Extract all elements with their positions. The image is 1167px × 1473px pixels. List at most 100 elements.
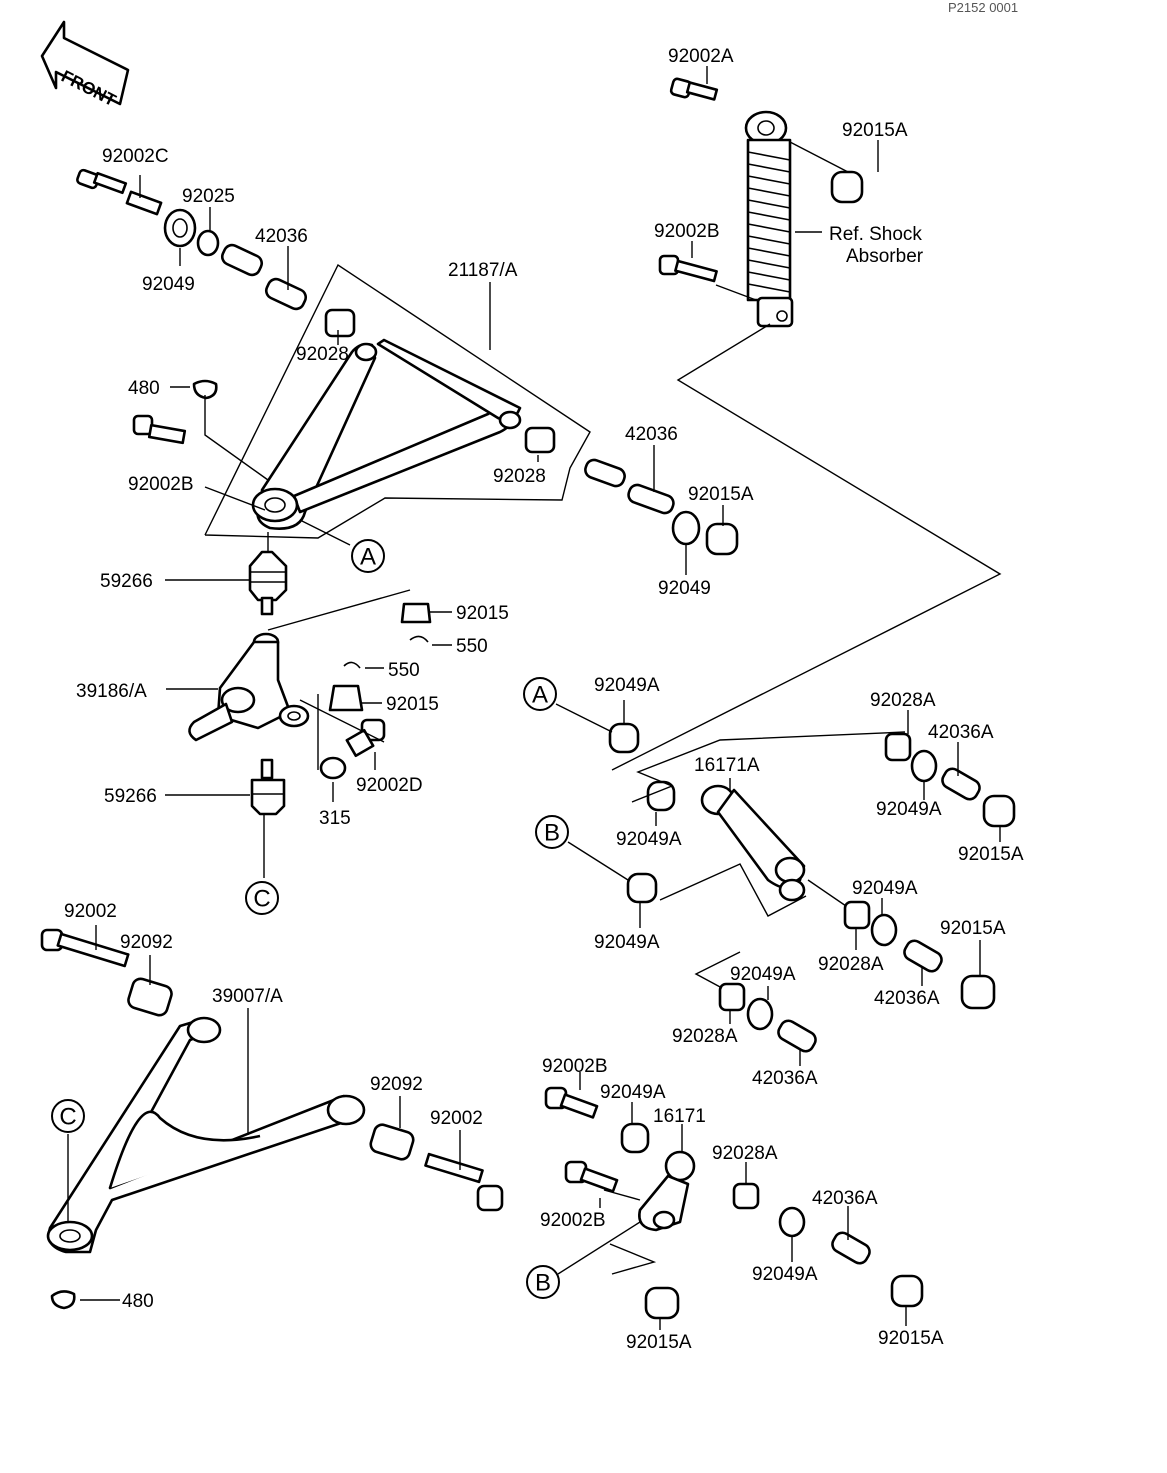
label-92028-lower: 92028 bbox=[493, 466, 546, 487]
label-92015-a: 92015 bbox=[456, 603, 509, 624]
bolt-92002b-shock-part bbox=[658, 254, 718, 283]
label-92015a-tr: 92015A bbox=[958, 844, 1024, 865]
label-92015-b: 92015 bbox=[386, 694, 439, 715]
bolt-92002b-rocker2-part bbox=[564, 1160, 619, 1193]
bushing-92028a-lower-part bbox=[718, 982, 746, 1012]
label-92049: 92049 bbox=[142, 274, 195, 295]
label-92015a-r: 92015A bbox=[940, 918, 1006, 939]
label-39007a: 39007/A bbox=[212, 986, 283, 1007]
bushing-92028-a-part bbox=[324, 308, 356, 338]
bushing-92028-b-part bbox=[524, 426, 556, 454]
svg-text:C: C bbox=[253, 886, 270, 913]
lower-arm-part bbox=[46, 1016, 366, 1254]
label-42036-right: 42036 bbox=[625, 424, 678, 445]
svg-text:C: C bbox=[59, 1104, 76, 1131]
bolt-92002-right-part bbox=[424, 1152, 504, 1212]
bushing-92092-right-part bbox=[369, 1123, 415, 1161]
washer-315-part bbox=[319, 756, 347, 780]
label-92002-right: 92002 bbox=[430, 1108, 483, 1129]
label-39186a: 39186/A bbox=[76, 681, 147, 702]
seal-92049a-top-part bbox=[608, 722, 640, 754]
label-92028a-tr: 92028A bbox=[870, 690, 936, 711]
bushing-92028a-tr-part bbox=[884, 732, 912, 762]
svg-text:A: A bbox=[360, 544, 376, 571]
label-315: 315 bbox=[319, 808, 351, 829]
label-92015a-b2: 92015A bbox=[878, 1328, 944, 1349]
seal-92049a-b1-part bbox=[620, 1122, 650, 1154]
front-arrow-icon: FRONT bbox=[40, 20, 130, 110]
ring-480-part bbox=[192, 379, 218, 400]
label-42036a-tr: 42036A bbox=[928, 722, 994, 743]
label-92002a: 92002A bbox=[668, 46, 734, 67]
nut-92015a-top-part bbox=[830, 170, 864, 204]
label-59266-top: 59266 bbox=[100, 571, 153, 592]
doc-code: P2152 0001 bbox=[948, 0, 1018, 15]
label-92049a-b1: 92049A bbox=[600, 1082, 666, 1103]
ball-joint-lower-part bbox=[250, 758, 286, 816]
sleeve-42036-r1-part bbox=[584, 458, 626, 488]
label-92028-upper: 92028 bbox=[296, 344, 349, 365]
marker-a-rocker: A bbox=[523, 677, 557, 711]
label-92002b-upper: 92002B bbox=[128, 474, 194, 495]
nut-92015a-r-part bbox=[960, 974, 996, 1010]
sleeve-42036a-r-part bbox=[903, 939, 943, 973]
nut-92015-a-part bbox=[400, 602, 432, 624]
label-92049-right: 92049 bbox=[658, 578, 711, 599]
label-550-b: 550 bbox=[388, 660, 420, 681]
bolt-92002b-upper-part bbox=[132, 414, 187, 445]
seal-92049a-tr-part bbox=[910, 749, 938, 783]
sleeve-42036a-lower-part bbox=[777, 1019, 817, 1053]
label-92002c: 92002C bbox=[102, 146, 169, 167]
pin-550-b-part bbox=[343, 661, 361, 669]
bolt-92002a-part bbox=[669, 77, 719, 101]
seal-92049a-b-part bbox=[626, 872, 658, 904]
label-92049a-b2: 92049A bbox=[752, 1264, 818, 1285]
seal-92049a-r-part bbox=[870, 913, 898, 947]
nut-92015a-b1-part bbox=[644, 1286, 680, 1320]
marker-b-rocker: B bbox=[535, 815, 569, 849]
label-92025: 92025 bbox=[182, 186, 235, 207]
seal-92049-part bbox=[163, 208, 197, 248]
sleeve-42036a-b-part bbox=[831, 1231, 871, 1265]
bolt-92002b-rocker1-part bbox=[544, 1086, 599, 1119]
upper-arm-part bbox=[251, 338, 522, 530]
svg-text:B: B bbox=[535, 1270, 551, 1297]
label-92015a-b1: 92015A bbox=[626, 1332, 692, 1353]
marker-b-bracket: B bbox=[526, 1265, 560, 1299]
label-16171a: 16171A bbox=[694, 755, 760, 776]
label-92002-left: 92002 bbox=[64, 901, 117, 922]
label-92002d: 92002D bbox=[356, 775, 423, 796]
label-92015a-right: 92015A bbox=[688, 484, 754, 505]
label-92092-left: 92092 bbox=[120, 932, 173, 953]
label-ref-shock: Ref. Shock bbox=[829, 224, 922, 245]
label-92049a-b: 92049A bbox=[594, 932, 660, 953]
sleeve-42036-b-part bbox=[264, 277, 308, 311]
label-42036: 42036 bbox=[255, 226, 308, 247]
svg-text:B: B bbox=[544, 820, 560, 847]
label-42036a-b: 42036A bbox=[812, 1188, 878, 1209]
shock-absorber-part bbox=[744, 110, 794, 328]
bolt-92002d-part bbox=[345, 718, 386, 758]
label-480-lower: 480 bbox=[122, 1291, 154, 1312]
label-92002b-rocker2: 92002B bbox=[540, 1210, 606, 1231]
label-59266-bottom: 59266 bbox=[104, 786, 157, 807]
marker-a-upper: A bbox=[351, 539, 385, 573]
knuckle-part bbox=[188, 632, 310, 742]
nut-92015a-tr-part bbox=[982, 794, 1016, 828]
bushing-92028a-b-part bbox=[732, 1182, 760, 1210]
upper-arm-group-outline bbox=[204, 263, 591, 539]
sleeve-42036-a-part bbox=[220, 243, 264, 277]
shock-link-line bbox=[611, 323, 1002, 771]
label-92002b-rocker1: 92002B bbox=[542, 1056, 608, 1077]
sleeve-42036-r2-part bbox=[627, 483, 675, 515]
bolt-92002c-part bbox=[76, 168, 163, 216]
seal-92049-r-part bbox=[671, 510, 701, 546]
ball-joint-upper-part bbox=[248, 550, 288, 616]
label-92028a-r: 92028A bbox=[818, 954, 884, 975]
label-92049a-r: 92049A bbox=[852, 878, 918, 899]
seal-92049a-b2-part bbox=[778, 1206, 806, 1238]
nut-92015-b-part bbox=[328, 684, 364, 712]
svg-text:A: A bbox=[532, 682, 548, 709]
label-92028a-b: 92028A bbox=[712, 1143, 778, 1164]
